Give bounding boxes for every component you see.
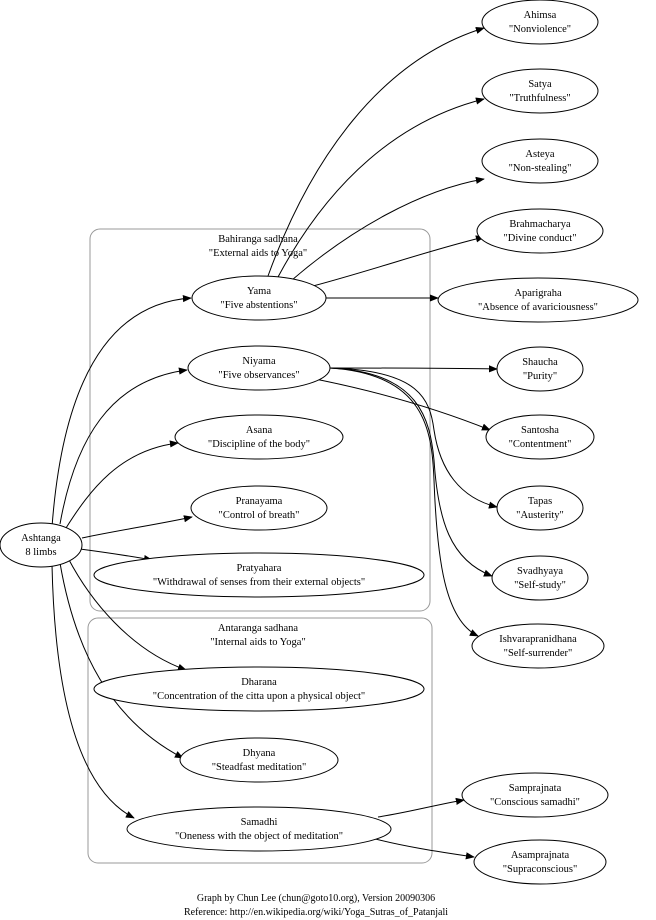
node-satya: Satya "Truthfulness" <box>481 68 599 114</box>
node-asana: Asana "Discipline of the body" <box>174 414 344 460</box>
cluster-bahiranga-subtitle: "External aids to Yoga" <box>209 248 307 259</box>
node-ashtanga: Ashtanga 8 limbs <box>0 522 83 568</box>
node-pratyahara-sublabel: "Withdrawal of senses from their externa… <box>153 577 365 588</box>
node-yama: Yama "Five abstentions" <box>191 275 327 321</box>
edges <box>51 26 498 860</box>
node-asteya-sublabel: "Non-stealing" <box>509 163 572 174</box>
node-aparigraha-label: Aparigraha <box>514 288 562 299</box>
node-yama-sublabel: "Five abstentions" <box>220 300 297 311</box>
footer-reference: Reference: http://en.wikipedia.org/wiki/… <box>184 907 448 918</box>
edge-ashtanga-pratyahara <box>79 548 153 563</box>
edge-samadhi-samprajnata <box>377 797 465 818</box>
edge-niyama-shaucha <box>329 365 498 373</box>
footer-credit: Graph by Chun Lee (chun@goto10.org), Ver… <box>197 893 435 904</box>
node-ashtanga-label: Ashtanga <box>21 533 61 544</box>
node-ishvarapranidhana-label: Ishvarapranidhana <box>499 634 577 645</box>
node-brahmacharya: Brahmacharya "Divine conduct" <box>476 208 604 254</box>
node-samadhi-sublabel: "Oneness with the object of meditation" <box>175 831 343 842</box>
cluster-bahiranga: Bahiranga sadhana "External aids to Yoga… <box>89 228 431 612</box>
edge-yama-brahmacharya <box>312 235 485 287</box>
node-aparigraha: Aparigraha "Absence of avariciousness" <box>437 277 639 323</box>
edge-niyama-tapas <box>329 367 498 509</box>
node-asteya-label: Asteya <box>525 149 554 160</box>
node-dhyana: Dhyana "Steadfast meditation" <box>179 737 339 783</box>
cluster-bahiranga-title: Bahiranga sadhana <box>218 234 298 245</box>
edge-yama-asteya <box>291 176 485 281</box>
edge-ashtanga-yama <box>51 294 192 528</box>
node-dharana-sublabel: "Concentration of the citta upon a physi… <box>153 691 365 702</box>
node-ishvarapranidhana-sublabel: "Self-surrender" <box>504 648 573 659</box>
node-ashtanga-sublabel: 8 limbs <box>25 547 56 558</box>
node-samadhi: Samadhi "Oneness with the object of medi… <box>126 806 392 852</box>
node-satya-sublabel: "Truthfulness" <box>509 93 570 104</box>
node-niyama-sublabel: "Five observances" <box>218 370 299 381</box>
node-niyama-label: Niyama <box>242 356 276 367</box>
edge-yama-satya <box>277 97 485 278</box>
edge-niyama-santosha <box>314 378 491 431</box>
node-asamprajnata-sublabel: "Supraconscious" <box>503 864 577 875</box>
node-pranayama-sublabel: "Control of breath" <box>219 510 300 521</box>
node-shaucha-sublabel: "Purity" <box>523 371 557 382</box>
node-asteya: Asteya "Non-stealing" <box>481 138 599 184</box>
node-santosha: Santosha "Contentment" <box>485 414 595 460</box>
node-pratyahara-label: Pratyahara <box>237 563 282 574</box>
node-pratyahara: Pratyahara "Withdrawal of senses from th… <box>93 552 425 598</box>
node-svadhyaya-label: Svadhyaya <box>517 566 563 577</box>
cluster-antaranga: Antaranga sadhana "Internal aids to Yoga… <box>87 617 433 864</box>
edge-niyama-ishvarapranidhana <box>329 367 479 637</box>
edge-ashtanga-samadhi <box>51 564 135 819</box>
node-brahmacharya-label: Brahmacharya <box>509 219 571 230</box>
edge-ashtanga-dhyana <box>59 562 184 759</box>
cluster-antaranga-title: Antaranga sadhana <box>218 623 299 634</box>
node-ahimsa-sublabel: "Nonviolence" <box>509 24 571 35</box>
edge-ashtanga-niyama <box>59 367 188 525</box>
cluster-antaranga-subtitle: "Internal aids to Yoga" <box>210 637 305 648</box>
edge-samadhi-asamprajnata <box>367 836 475 860</box>
node-dharana: Dharana "Concentration of the citta upon… <box>93 666 425 712</box>
edge-yama-ahimsa <box>267 26 485 277</box>
node-aparigraha-sublabel: "Absence of avariciousness" <box>478 302 598 313</box>
node-dharana-label: Dharana <box>241 677 277 688</box>
node-tapas-label: Tapas <box>528 496 552 507</box>
node-yama-label: Yama <box>247 286 271 297</box>
node-satya-label: Satya <box>528 79 552 90</box>
edge-ashtanga-dharana <box>67 557 187 671</box>
node-shaucha-label: Shaucha <box>522 357 558 368</box>
edge-ashtanga-pranayama <box>81 515 193 539</box>
node-pranayama-label: Pranayama <box>236 496 283 507</box>
node-santosha-sublabel: "Contentment" <box>509 439 572 450</box>
node-shaucha: Shaucha "Purity" <box>496 346 584 392</box>
node-asamprajnata: Asamprajnata "Supraconscious" <box>473 839 607 885</box>
node-samprajnata: Samprajnata "Conscious samadhi" <box>461 772 609 818</box>
node-dhyana-label: Dhyana <box>243 748 276 759</box>
node-samadhi-label: Samadhi <box>241 817 278 828</box>
node-ahimsa-label: Ahimsa <box>524 10 557 21</box>
edge-ashtanga-asana <box>65 440 179 529</box>
node-asamprajnata-label: Asamprajnata <box>511 850 570 861</box>
node-tapas-sublabel: "Austerity" <box>516 510 564 521</box>
node-svadhyaya: Svadhyaya "Self-study" <box>491 555 589 601</box>
node-niyama: Niyama "Five observances" <box>187 345 331 391</box>
node-asana-label: Asana <box>246 425 273 436</box>
node-pranayama: Pranayama "Control of breath" <box>190 485 328 531</box>
node-tapas: Tapas "Austerity" <box>496 485 584 531</box>
node-santosha-label: Santosha <box>521 425 559 436</box>
node-brahmacharya-sublabel: "Divine conduct" <box>503 233 576 244</box>
node-ahimsa: Ahimsa "Nonviolence" <box>481 0 599 45</box>
edge-niyama-svadhyaya <box>329 367 493 577</box>
node-samprajnata-sublabel: "Conscious samadhi" <box>490 797 580 808</box>
node-svadhyaya-sublabel: "Self-study" <box>514 580 566 591</box>
node-samprajnata-label: Samprajnata <box>509 783 562 794</box>
node-asana-sublabel: "Discipline of the body" <box>208 439 310 450</box>
node-dhyana-sublabel: "Steadfast meditation" <box>212 762 307 773</box>
node-ishvarapranidhana: Ishvarapranidhana "Self-surrender" <box>471 623 605 669</box>
